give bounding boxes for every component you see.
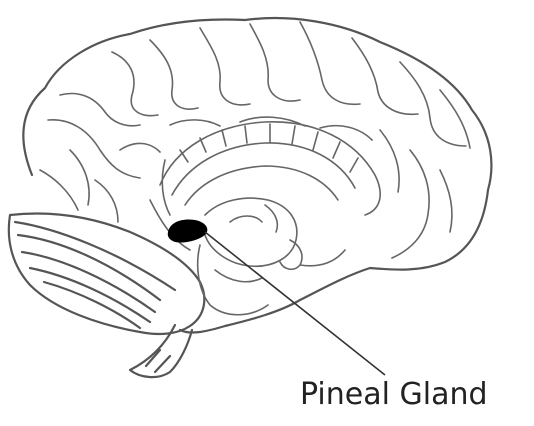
pineal-gland-shape bbox=[168, 220, 208, 243]
label-leader-line bbox=[205, 232, 385, 375]
pineal-gland-label: Pineal Gland bbox=[300, 380, 488, 410]
